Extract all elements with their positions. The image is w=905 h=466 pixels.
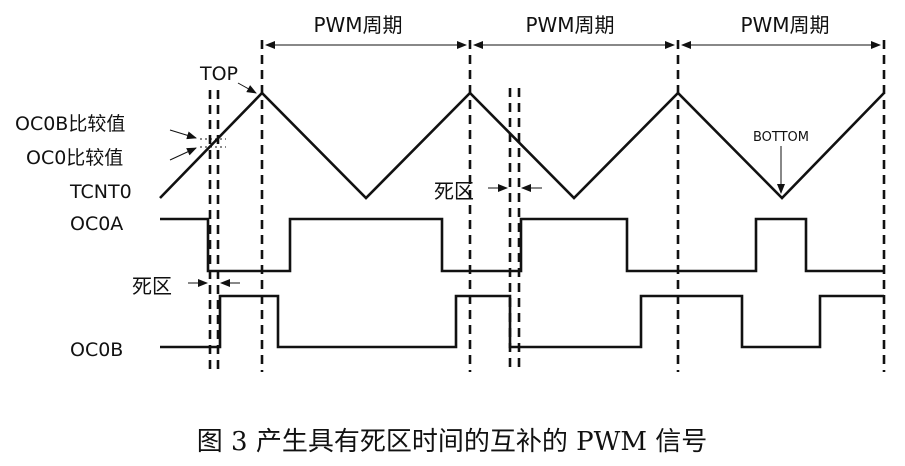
oco-compare-pointer (169, 147, 197, 161)
top-pointer (237, 82, 257, 94)
deadzone-left-label: 死区 (132, 274, 172, 298)
ocob-compare-pointer (169, 129, 197, 140)
deadzone-right-label: 死区 (434, 179, 474, 203)
tcnt0-label: TCNT0 (69, 181, 132, 203)
period-label-1: PWM周期 (313, 13, 402, 37)
oc0b-label: OC0B (70, 339, 123, 361)
tcnt0-waveform (159, 91, 885, 200)
oco-compare-label: OC0比较值 (26, 147, 123, 169)
period-label-3: PWM周期 (740, 13, 829, 37)
oc0a-waveform (160, 217, 884, 273)
period-label-2: PWM周期 (525, 13, 614, 37)
oc0a-label: OC0A (70, 213, 123, 235)
figure-caption: 图 3 产生具有死区时间的互补的 PWM 信号 (197, 427, 707, 457)
ocob-compare-label: OC0B比较值 (15, 113, 125, 135)
top-label: TOP (199, 63, 238, 85)
oc0b-waveform (160, 294, 884, 349)
bottom-label: BOTTOM (753, 130, 809, 145)
